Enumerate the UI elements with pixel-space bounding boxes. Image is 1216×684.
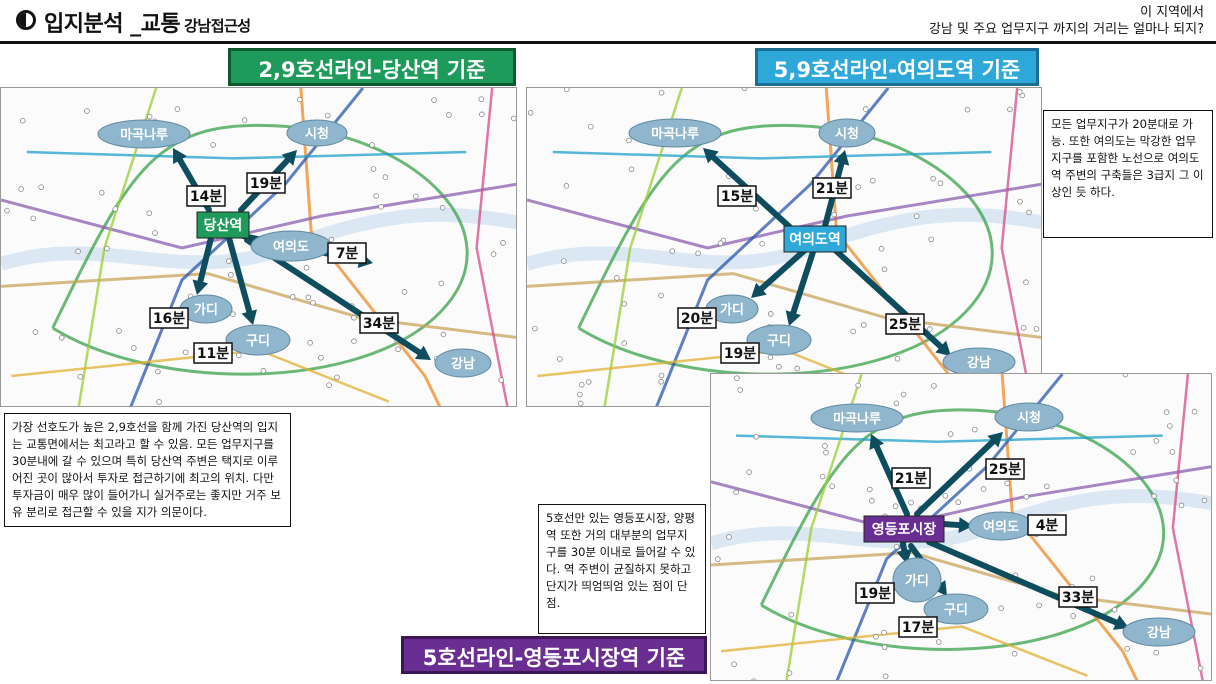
svg-text:19분: 19분 (724, 346, 756, 362)
travel-time-label: 21분 (891, 467, 931, 489)
svg-text:여의도: 여의도 (273, 239, 309, 255)
svg-text:33분: 33분 (1062, 590, 1094, 606)
svg-text:14분: 14분 (190, 189, 222, 205)
page-title-text: 입지분석 _교통 (44, 12, 181, 37)
note-yeouido: 모든 업무지구가 20분대로 가능. 또한 여의도는 막강한 업무지구를 포함한… (1043, 110, 1213, 238)
travel-time-label: 19분 (246, 172, 286, 194)
travel-time-label: 34분 (359, 312, 399, 334)
destination-bubble: 마곡나루 (97, 119, 191, 149)
destination-bubble: 시청 (818, 118, 876, 148)
destination-bubble: 구디 (923, 593, 989, 625)
svg-text:강남: 강남 (967, 355, 991, 371)
svg-text:영등포시장: 영등포시장 (872, 521, 937, 538)
travel-time-label: 14분 (186, 185, 226, 207)
svg-text:강남: 강남 (1147, 625, 1171, 641)
header-question: 이 지역에서 강남 및 주요 업무지구 까지의 거리는 얼마나 되지? (929, 4, 1204, 38)
svg-text:가디: 가디 (905, 573, 929, 589)
travel-time-label: 21분 (812, 177, 852, 199)
svg-text:16분: 16분 (153, 311, 185, 327)
travel-time-label: 11분 (193, 342, 233, 364)
svg-text:15분: 15분 (721, 189, 753, 205)
svg-text:마곡나루: 마곡나루 (120, 127, 168, 143)
hub-station-label: 당산역 (196, 211, 250, 239)
destination-bubble: 구디 (225, 324, 291, 356)
svg-text:7분: 7분 (336, 246, 359, 262)
svg-text:여의도역: 여의도역 (789, 231, 841, 248)
svg-text:당산역: 당산역 (204, 217, 243, 234)
header-question-line1: 이 지역에서 (1140, 5, 1204, 20)
svg-text:11분: 11분 (197, 346, 229, 362)
destination-bubble: 마곡나루 (810, 403, 904, 433)
destination-bubble: 여의도 (250, 230, 332, 262)
destination-bubble: 구디 (746, 324, 812, 356)
map-label-yeongdeungpo: 5호선라인-영등포시장역 기준 (401, 636, 707, 674)
svg-text:19분: 19분 (859, 586, 891, 602)
travel-time-label: 16분 (149, 307, 189, 329)
travel-time-label: 7분 (327, 242, 367, 264)
map-label-yeouido: 5,9호선라인-여의도역 기준 (755, 48, 1039, 86)
svg-text:시청: 시청 (1017, 410, 1041, 426)
travel-time-label: 4분 (1027, 514, 1067, 536)
destination-bubble: 가디 (705, 294, 759, 324)
note-dangsan: 가장 선호도가 높은 2,9호선을 함께 가진 당산역의 입지는 교통면에서는 … (4, 413, 291, 527)
svg-text:구디: 구디 (767, 333, 791, 349)
hub-station-label: 여의도역 (783, 225, 847, 253)
half-circle-icon (16, 10, 36, 30)
svg-text:강남: 강남 (451, 356, 475, 372)
svg-text:가디: 가디 (720, 302, 744, 318)
svg-text:21분: 21분 (895, 471, 927, 487)
travel-time-label: 15분 (717, 185, 757, 207)
destination-bubble: 강남 (434, 348, 492, 378)
map-label-dangsan: 2,9호선라인-당산역 기준 (228, 48, 516, 86)
travel-time-label: 25분 (885, 313, 925, 335)
svg-text:25분: 25분 (889, 317, 921, 333)
note-yeongdeungpo: 5호선만 있는 영등포시장, 양평역 또한 거의 대부분의 업무지구를 30분 … (538, 504, 706, 634)
svg-text:21분: 21분 (816, 181, 848, 197)
destination-bubble: 가디 (892, 557, 942, 603)
header-question-line2: 강남 및 주요 업무지구 까지의 거리는 얼마나 되지? (928, 22, 1204, 37)
travel-time-label: 20분 (677, 307, 717, 329)
svg-text:구디: 구디 (944, 602, 968, 618)
svg-text:34분: 34분 (363, 316, 395, 332)
destination-bubble: 가디 (179, 294, 233, 324)
destination-bubble: 강남 (942, 347, 1016, 377)
svg-text:20분: 20분 (681, 311, 713, 327)
destination-bubble: 시청 (994, 402, 1064, 432)
svg-text:19분: 19분 (250, 176, 282, 192)
svg-text:4분: 4분 (1036, 518, 1059, 534)
svg-text:25분: 25분 (989, 462, 1021, 478)
travel-time-label: 19분 (720, 342, 760, 364)
svg-text:17분: 17분 (902, 620, 934, 636)
svg-text:가디: 가디 (194, 302, 218, 318)
svg-text:시청: 시청 (305, 126, 329, 142)
destination-bubble: 강남 (1122, 617, 1196, 647)
travel-time-label: 17분 (898, 616, 938, 638)
destination-bubble: 시청 (286, 119, 348, 147)
destination-bubble: 마곡나루 (628, 118, 722, 148)
hub-station-label: 영등포시장 (863, 515, 945, 543)
svg-text:여의도: 여의도 (983, 519, 1019, 535)
travel-time-label: 33분 (1058, 586, 1098, 608)
travel-time-label: 25분 (985, 458, 1025, 480)
svg-text:시청: 시청 (835, 126, 859, 142)
page-subtitle: 강남접근성 (184, 17, 251, 35)
svg-text:구디: 구디 (246, 333, 270, 349)
destination-bubble: 여의도 (968, 511, 1034, 541)
svg-text:마곡나루: 마곡나루 (651, 126, 699, 142)
svg-text:마곡나루: 마곡나루 (833, 411, 881, 427)
travel-time-label: 19분 (855, 582, 895, 604)
